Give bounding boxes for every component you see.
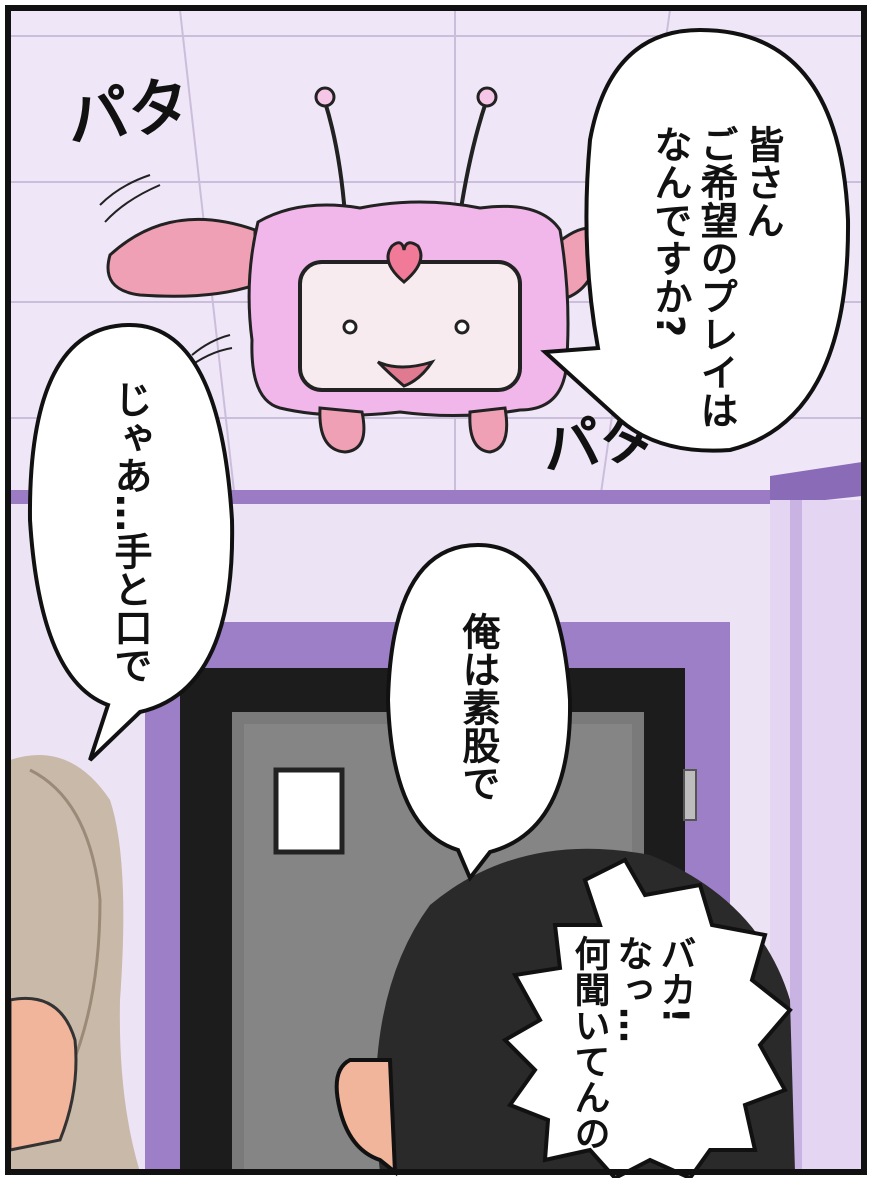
heart-icon: [386, 241, 423, 284]
speech-bubble-mascot: 皆さん ご希望のプレイは なんですか?: [540, 27, 851, 453]
shout-bubble: バカ! なっ… 何聞いてんの: [501, 857, 793, 1178]
speech-bubble-left: じゃあ…手と口で: [27, 322, 235, 762]
door-window: [273, 767, 345, 855]
speech-bubble-middle: 俺は素股で: [385, 542, 573, 882]
middle-request-text: 俺は素股で: [456, 612, 501, 802]
sfx-flap-top: パタ: [62, 67, 195, 157]
retort-line-2: なっ…: [612, 935, 653, 1043]
mascot-line-3: なんですか?: [648, 125, 692, 337]
left-character: [8, 755, 140, 1172]
panel-border: [5, 5, 867, 1175]
left-ear: [106, 217, 257, 298]
retort-line-3: 何聞いてんの: [569, 935, 611, 1151]
antenna-ball-left: [314, 86, 336, 108]
mascot: [106, 86, 602, 454]
retort-line-1: バカ!: [655, 935, 696, 1023]
door-hinge: [683, 769, 697, 821]
antenna-ball-right: [476, 86, 498, 108]
left-request-text: じゃあ…手と口で: [108, 380, 152, 684]
mascot-line-2: ご希望のプレイは: [694, 125, 738, 429]
mascot-line-1: 皆さん: [740, 125, 784, 239]
